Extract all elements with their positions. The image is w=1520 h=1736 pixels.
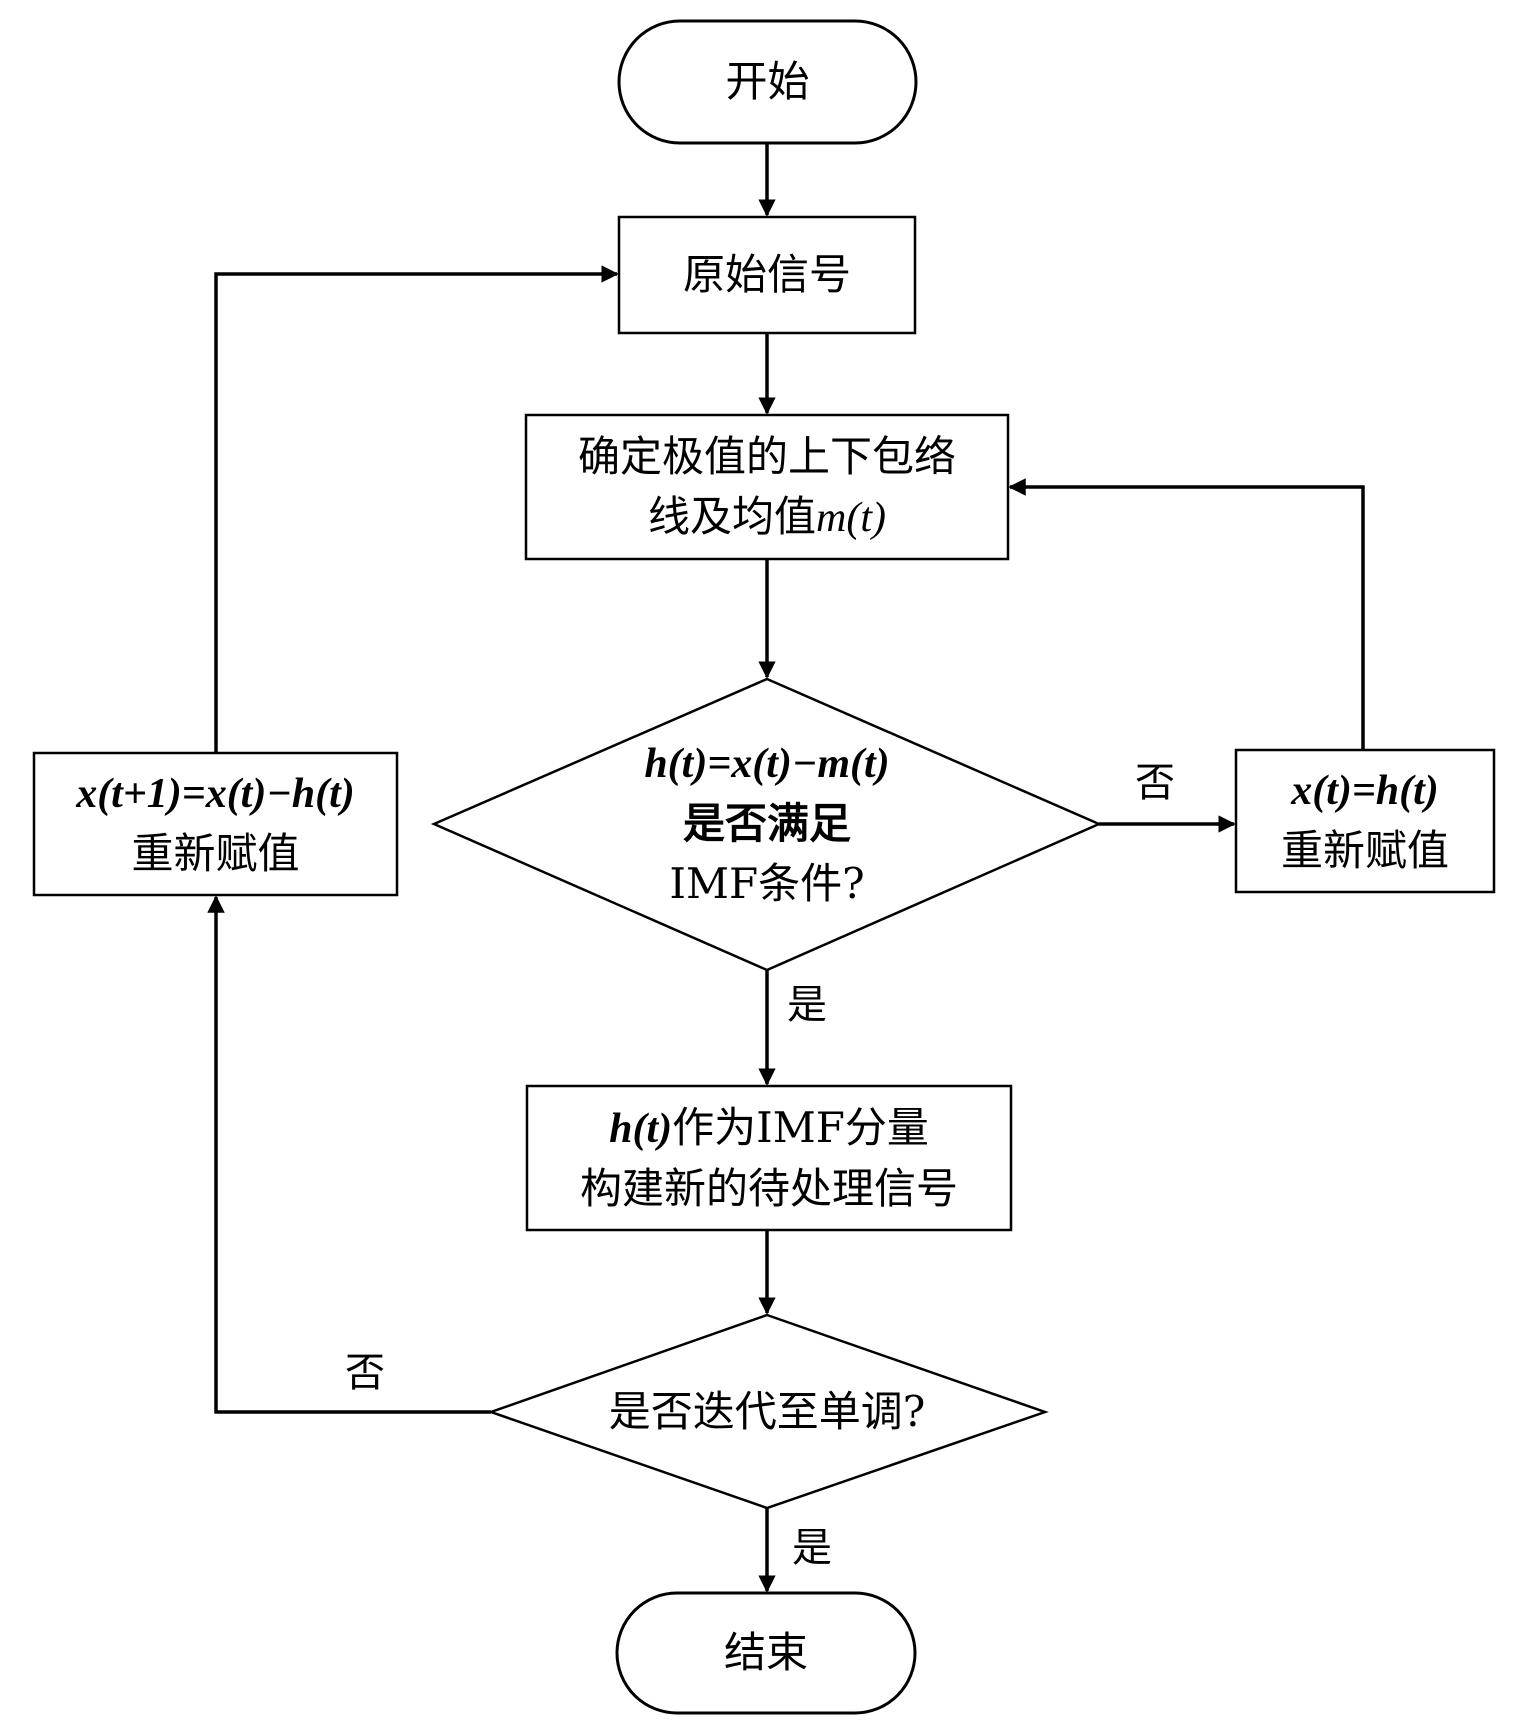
reassign-h-formula: x(t)=h(t) bbox=[1291, 768, 1439, 814]
envelope-mean-formula: m(t) bbox=[816, 494, 886, 541]
original-signal-box bbox=[617, 215, 917, 335]
imf-component-line1-text: 作为IMF分量 bbox=[672, 1102, 929, 1152]
imf-check-line3: IMF条件? bbox=[669, 859, 865, 908]
edge-reassign-x-to-signal bbox=[214, 265, 619, 753]
imf-component-line2: 构建新的待处理信号 bbox=[579, 1163, 958, 1213]
imf-component-box bbox=[525, 1084, 1013, 1232]
monotonic-check-label: 是否迭代至单调? bbox=[560, 1372, 974, 1452]
imf-check-line2: 是否满足 bbox=[682, 799, 851, 848]
reassign-x-label: x(t+1)=x(t)−h(t) 重新赋值 bbox=[34, 753, 397, 895]
reassign-h-box bbox=[1234, 748, 1496, 894]
reassign-h-label: x(t)=h(t) 重新赋值 bbox=[1236, 750, 1494, 892]
envelope-line2: 线及均值m(t) bbox=[648, 487, 886, 548]
imf-check-formula: h(t)=x(t)−m(t) bbox=[644, 741, 890, 787]
reassign-x-text: 重新赋值 bbox=[131, 829, 300, 878]
monotonic-check-text: 是否迭代至单调? bbox=[608, 1387, 926, 1436]
end-text: 结束 bbox=[723, 1628, 808, 1677]
imf-component-formula: h(t) bbox=[609, 1105, 673, 1152]
edge-reassign-h-to-envelope bbox=[1008, 478, 1365, 750]
envelope-line2-text: 线及均值 bbox=[648, 491, 817, 541]
edge-label-imf-yes: 是 bbox=[787, 982, 827, 1028]
envelope-box bbox=[524, 413, 1010, 561]
start-label: 开始 bbox=[619, 21, 916, 143]
envelope-label: 确定极值的上下包络 线及均值m(t) bbox=[526, 415, 1008, 559]
reassign-x-formula: x(t+1)=x(t)−h(t) bbox=[76, 771, 355, 817]
reassign-x-box bbox=[32, 751, 399, 897]
edge-mono-check-no bbox=[207, 895, 491, 1414]
edge-label-imf-no: 否 bbox=[1135, 760, 1175, 806]
end-terminal bbox=[615, 1591, 917, 1715]
imf-component-line1: h(t)作为IMF分量 bbox=[609, 1098, 929, 1159]
end-label: 结束 bbox=[617, 1593, 915, 1713]
original-signal-label: 原始信号 bbox=[619, 217, 915, 333]
original-signal-text: 原始信号 bbox=[682, 250, 851, 299]
start-text: 开始 bbox=[725, 57, 810, 106]
edge-label-mono-yes: 是 bbox=[792, 1525, 832, 1571]
imf-check-label: h(t)=x(t)−m(t) 是否满足 IMF条件? bbox=[560, 734, 974, 914]
imf-component-label: h(t)作为IMF分量 构建新的待处理信号 bbox=[527, 1086, 1011, 1230]
envelope-line1: 确定极值的上下包络 bbox=[577, 431, 956, 481]
reassign-h-text: 重新赋值 bbox=[1280, 826, 1449, 875]
edge-label-mono-no: 否 bbox=[345, 1350, 385, 1396]
